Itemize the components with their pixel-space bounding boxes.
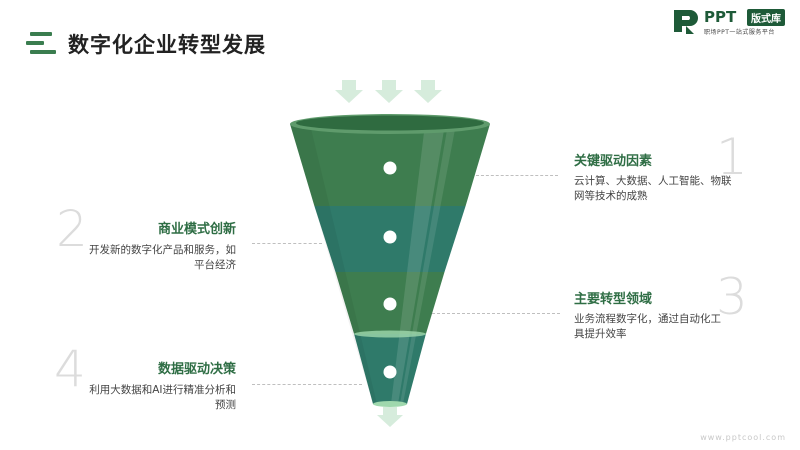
item-number-4: 4 [54, 340, 86, 398]
funnel-dot [383, 230, 397, 244]
item-block-4: 数据驱动决策 利用大数据和AI进行精准分析和预测 [84, 358, 236, 413]
menu-icon [26, 32, 56, 54]
item-block-1: 关键驱动因素 云计算、大数据、人工智能、物联网等技术的成熟 [574, 150, 734, 204]
item-number-1: 1 [716, 128, 748, 186]
logo-tagline: 职场PPT一站式服务平台 [704, 29, 775, 36]
arrow-down-icon [377, 407, 403, 427]
item-title-2: 商业模式创新 [157, 222, 236, 237]
connector-line-1 [476, 175, 558, 176]
item-desc-1: 云计算、大数据、人工智能、物联网等技术的成熟 [574, 175, 732, 202]
logo-mark-icon [674, 10, 698, 34]
item-title-4: 数据驱动决策 [157, 362, 236, 377]
item-title-3: 主要转型领域 [574, 292, 653, 307]
brand-logo: PPT 版式库 职场PPT一站式服务平台 [672, 6, 794, 38]
connector-line-2 [252, 243, 322, 244]
item-desc-4: 利用大数据和AI进行精准分析和预测 [89, 384, 236, 411]
item-number-3: 3 [716, 268, 748, 326]
arrow-down-icon [375, 80, 403, 103]
connector-line-3 [432, 313, 560, 314]
arrow-down-icon [414, 80, 442, 103]
item-desc-3: 业务流程数字化，通过自动化工具提升效率 [574, 313, 721, 340]
item-title-1: 关键驱动因素 [574, 154, 653, 169]
funnel-dot [383, 365, 397, 379]
item-block-3: 主要转型领域 业务流程数字化，通过自动化工具提升效率 [574, 288, 724, 342]
funnel-dot [383, 161, 397, 175]
logo-brand: PPT [704, 8, 737, 26]
item-desc-2: 开发新的数字化产品和服务，如平台经济 [89, 244, 236, 271]
item-block-2: 商业模式创新 开发新的数字化产品和服务，如平台经济 [84, 218, 236, 273]
item-number-2: 2 [56, 200, 88, 258]
watermark: www.pptcool.com [700, 433, 786, 442]
arrow-down-icon [335, 80, 363, 103]
logo-badge: 版式库 [747, 9, 785, 26]
funnel-dot [383, 297, 397, 311]
funnel-graphic [290, 80, 490, 427]
page-title: 数字化企业转型发展 [68, 33, 266, 57]
connector-line-4 [252, 384, 362, 385]
